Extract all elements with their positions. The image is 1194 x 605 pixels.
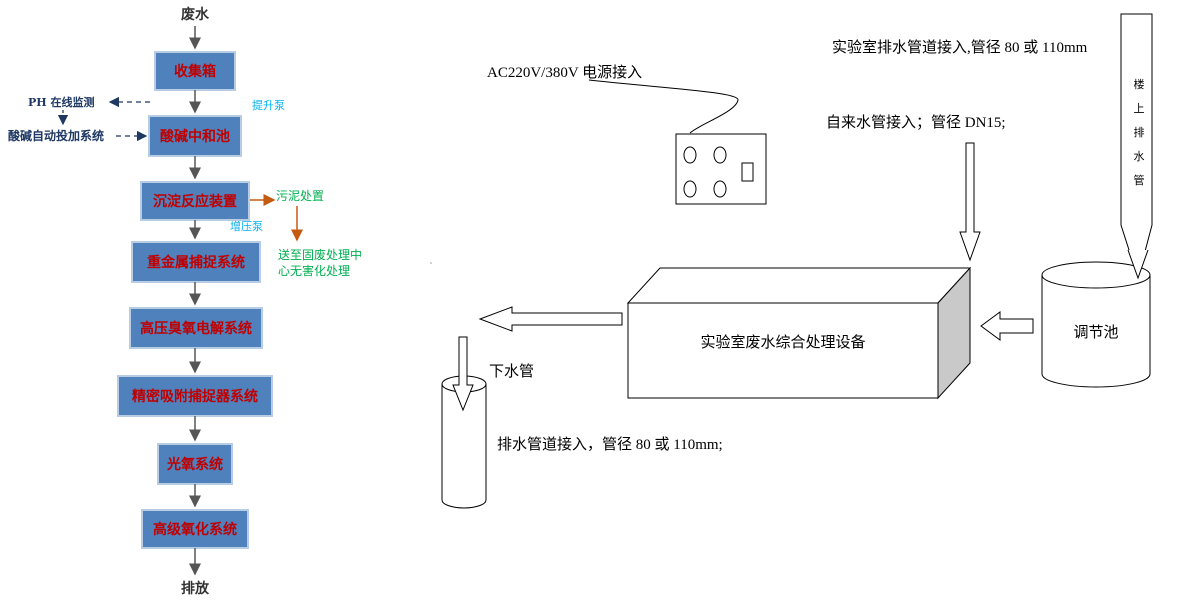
svg-text:楼: 楼 <box>1134 77 1145 91</box>
upstairs-pipe: 楼 上 排 水 管 <box>1120 13 1153 280</box>
down-pipe-arrow <box>452 336 474 412</box>
flow-output-label: 排放 <box>181 580 210 597</box>
flow-step-label: 收集箱 <box>174 63 216 80</box>
dosing-label: 酸碱自动投加系统 <box>8 128 104 143</box>
flow-step-label: 高压臭氧电解系统 <box>140 320 252 337</box>
flow-step-label: 沉淀反应装置 <box>153 193 237 210</box>
flow-step-6: 精密吸附捕捉器系统 <box>117 375 273 417</box>
treatment-equipment: 实验室废水综合处理设备 <box>626 266 972 400</box>
down-pipe <box>441 375 487 509</box>
tap-water-label: 自来水管接入；管径 DN15; <box>826 114 1006 131</box>
regulating-tank: 调节池 <box>1041 261 1151 388</box>
stray-dot <box>430 262 432 264</box>
flow-step-4: 重金属捕捉系统 <box>131 241 261 283</box>
flow-step-7: 光氧系统 <box>157 443 233 485</box>
solid-waste-label-2: 心无害化处理 <box>278 263 350 278</box>
flow-input-label: 废水 <box>181 6 210 23</box>
down-pipe-label: 下水管 <box>489 362 534 380</box>
ph-monitor-label: PH 在线监测 <box>28 95 95 109</box>
power-cable <box>588 79 739 134</box>
solid-waste-label-1: 送至固废处理中 <box>278 247 362 262</box>
flow-step-1: 收集箱 <box>154 51 236 91</box>
svg-text:水: 水 <box>1134 150 1145 163</box>
power-socket <box>675 133 767 205</box>
flow-step-3: 沉淀反应装置 <box>140 181 250 221</box>
drain-pipe-label: 排水管道接入，管径 80 或 110mm; <box>497 436 723 453</box>
tap-water-arrow <box>959 142 981 262</box>
svg-text:上: 上 <box>1134 102 1145 115</box>
flow-step-label: 重金属捕捉系统 <box>147 254 245 271</box>
equipment-label: 实验室废水综合处理设备 <box>700 333 865 351</box>
outlet-arrow <box>478 306 623 332</box>
upstairs-pipe-tip <box>1127 249 1149 280</box>
boost-pump-label: 增压泵 <box>230 219 263 233</box>
tank-to-equipment-arrow <box>980 311 1034 341</box>
lift-pump-label: 提升泵 <box>252 99 285 112</box>
tank-label: 调节池 <box>1073 323 1118 341</box>
flow-step-label: 光氧系统 <box>166 456 223 473</box>
flow-step-5: 高压臭氧电解系统 <box>129 307 263 349</box>
flow-step-label: 高级氧化系统 <box>153 521 237 538</box>
sludge-label: 污泥处置 <box>276 189 324 203</box>
flow-step-label: 精密吸附捕捉器系统 <box>132 388 258 405</box>
flow-step-8: 高级氧化系统 <box>141 509 249 549</box>
lab-drain-label: 实验室排水管道接入,管径 80 或 110mm <box>832 39 1088 56</box>
power-label: AC220V/380V 电源接入 <box>487 64 642 81</box>
flow-step-label: 酸碱中和池 <box>160 128 230 145</box>
flow-step-2: 酸碱中和池 <box>148 115 242 157</box>
svg-text:管: 管 <box>1134 173 1145 187</box>
svg-text:排: 排 <box>1134 125 1145 139</box>
